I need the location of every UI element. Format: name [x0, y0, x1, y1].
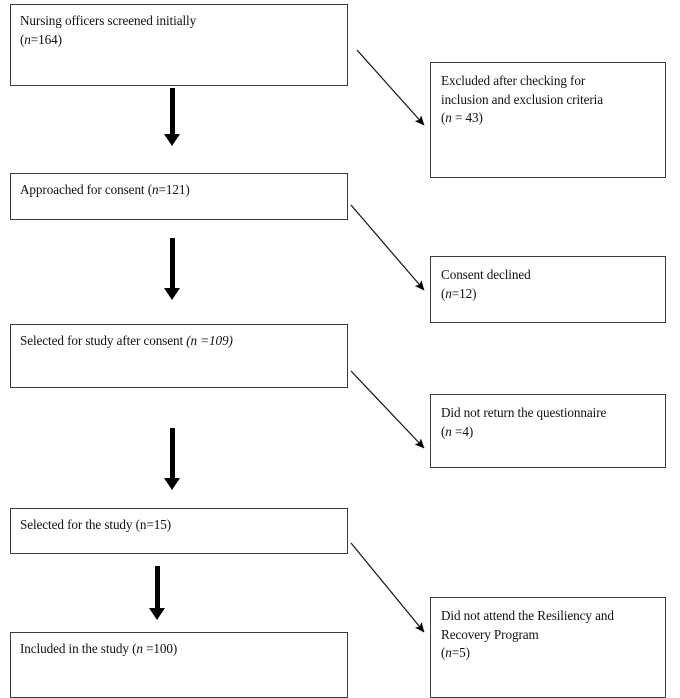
- flow-box-selected-after-consent: Selected for study after consent (n =109…: [10, 324, 348, 388]
- arrow-head-icon: [164, 288, 180, 300]
- arrow-head-icon: [164, 478, 180, 490]
- flow-box-approached-label: Approached for consent (n=121): [20, 182, 190, 197]
- arrow-shaft: [169, 238, 175, 288]
- flow-box-no-questionnaire: Did not return the questionnaire(n =4): [430, 394, 666, 468]
- flow-box-selected-for-study-label: Selected for the study (n=15): [20, 517, 172, 532]
- arrow-shaft: [154, 566, 160, 608]
- arrow-head-icon: [149, 608, 165, 620]
- vertical-arrow-approached-to-selected: [164, 238, 180, 300]
- vertical-arrow-screened-to-approached: [164, 88, 180, 146]
- flow-box-selected-for-study: Selected for the study (n=15): [10, 508, 348, 554]
- flow-box-screened: Nursing officers screened initially (n=1…: [10, 4, 348, 86]
- flow-box-selected-after-consent-label: Selected for study after consent (n =109…: [20, 333, 233, 348]
- flow-box-included-label: Included in the study (n =100): [20, 641, 178, 656]
- flow-box-screened-label: Nursing officers screened initially (n=1…: [20, 13, 197, 47]
- vertical-arrow-selected-to-study: [164, 428, 180, 490]
- flow-box-consent-declined: Consent declined (n=12): [430, 256, 666, 323]
- flow-box-no-questionnaire-label: Did not return the questionnaire(n =4): [441, 405, 607, 439]
- flow-box-approached: Approached for consent (n=121): [10, 173, 348, 220]
- vertical-arrow-study-to-included: [149, 566, 165, 620]
- arrow-shaft: [169, 428, 175, 478]
- arrow-head-icon: [164, 134, 180, 146]
- flow-box-consent-declined-label: Consent declined (n=12): [441, 267, 531, 301]
- arrow-shaft: [169, 88, 175, 134]
